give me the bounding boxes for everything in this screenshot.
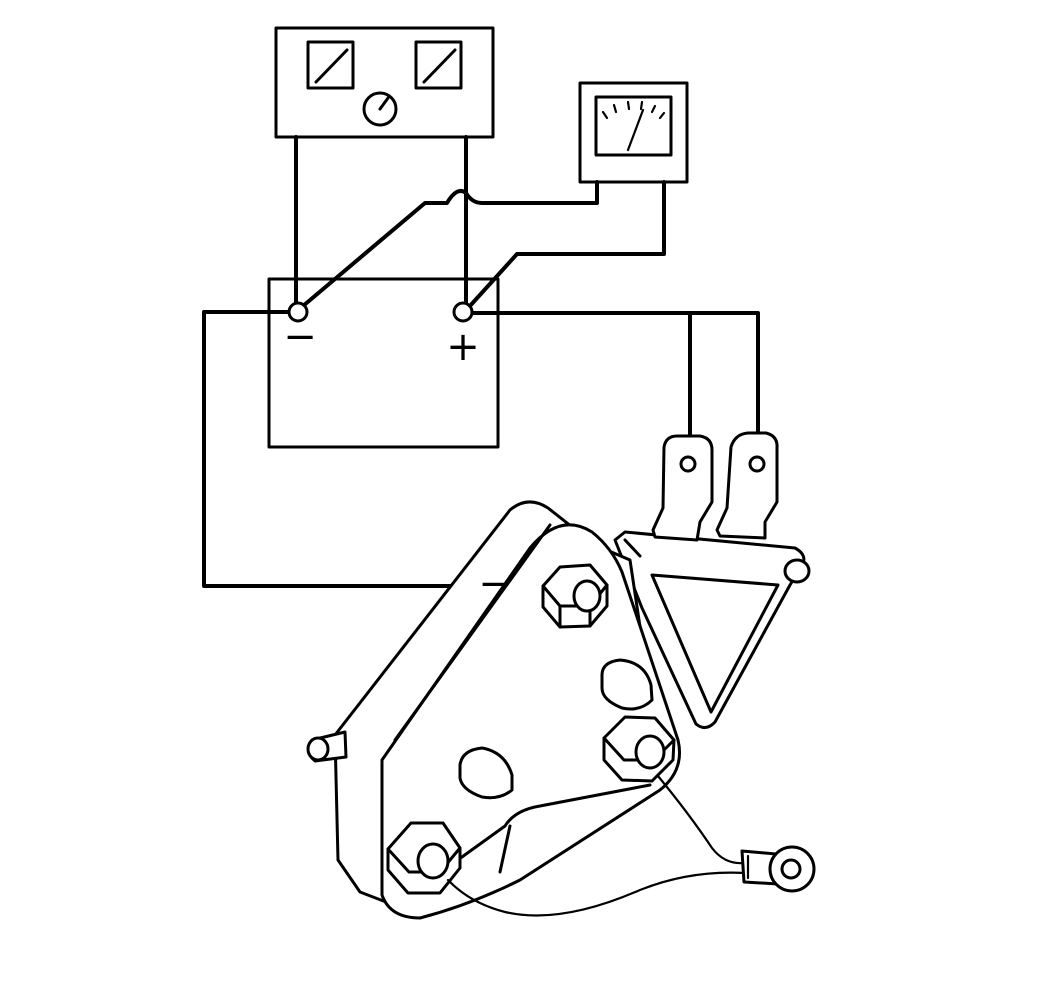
battery-positive-post xyxy=(452,301,474,323)
wiring xyxy=(202,135,760,588)
battery-charger-icon xyxy=(274,26,495,139)
regulator-ground-label: − xyxy=(478,561,512,607)
analog-voltmeter-icon xyxy=(578,81,689,184)
ring-terminal-icon xyxy=(446,774,816,917)
battery-negative-label: − xyxy=(283,314,317,360)
battery-positive-label: + xyxy=(446,324,480,370)
battery-negative-post xyxy=(287,301,309,323)
voltage-regulator-icon: − xyxy=(306,431,811,920)
